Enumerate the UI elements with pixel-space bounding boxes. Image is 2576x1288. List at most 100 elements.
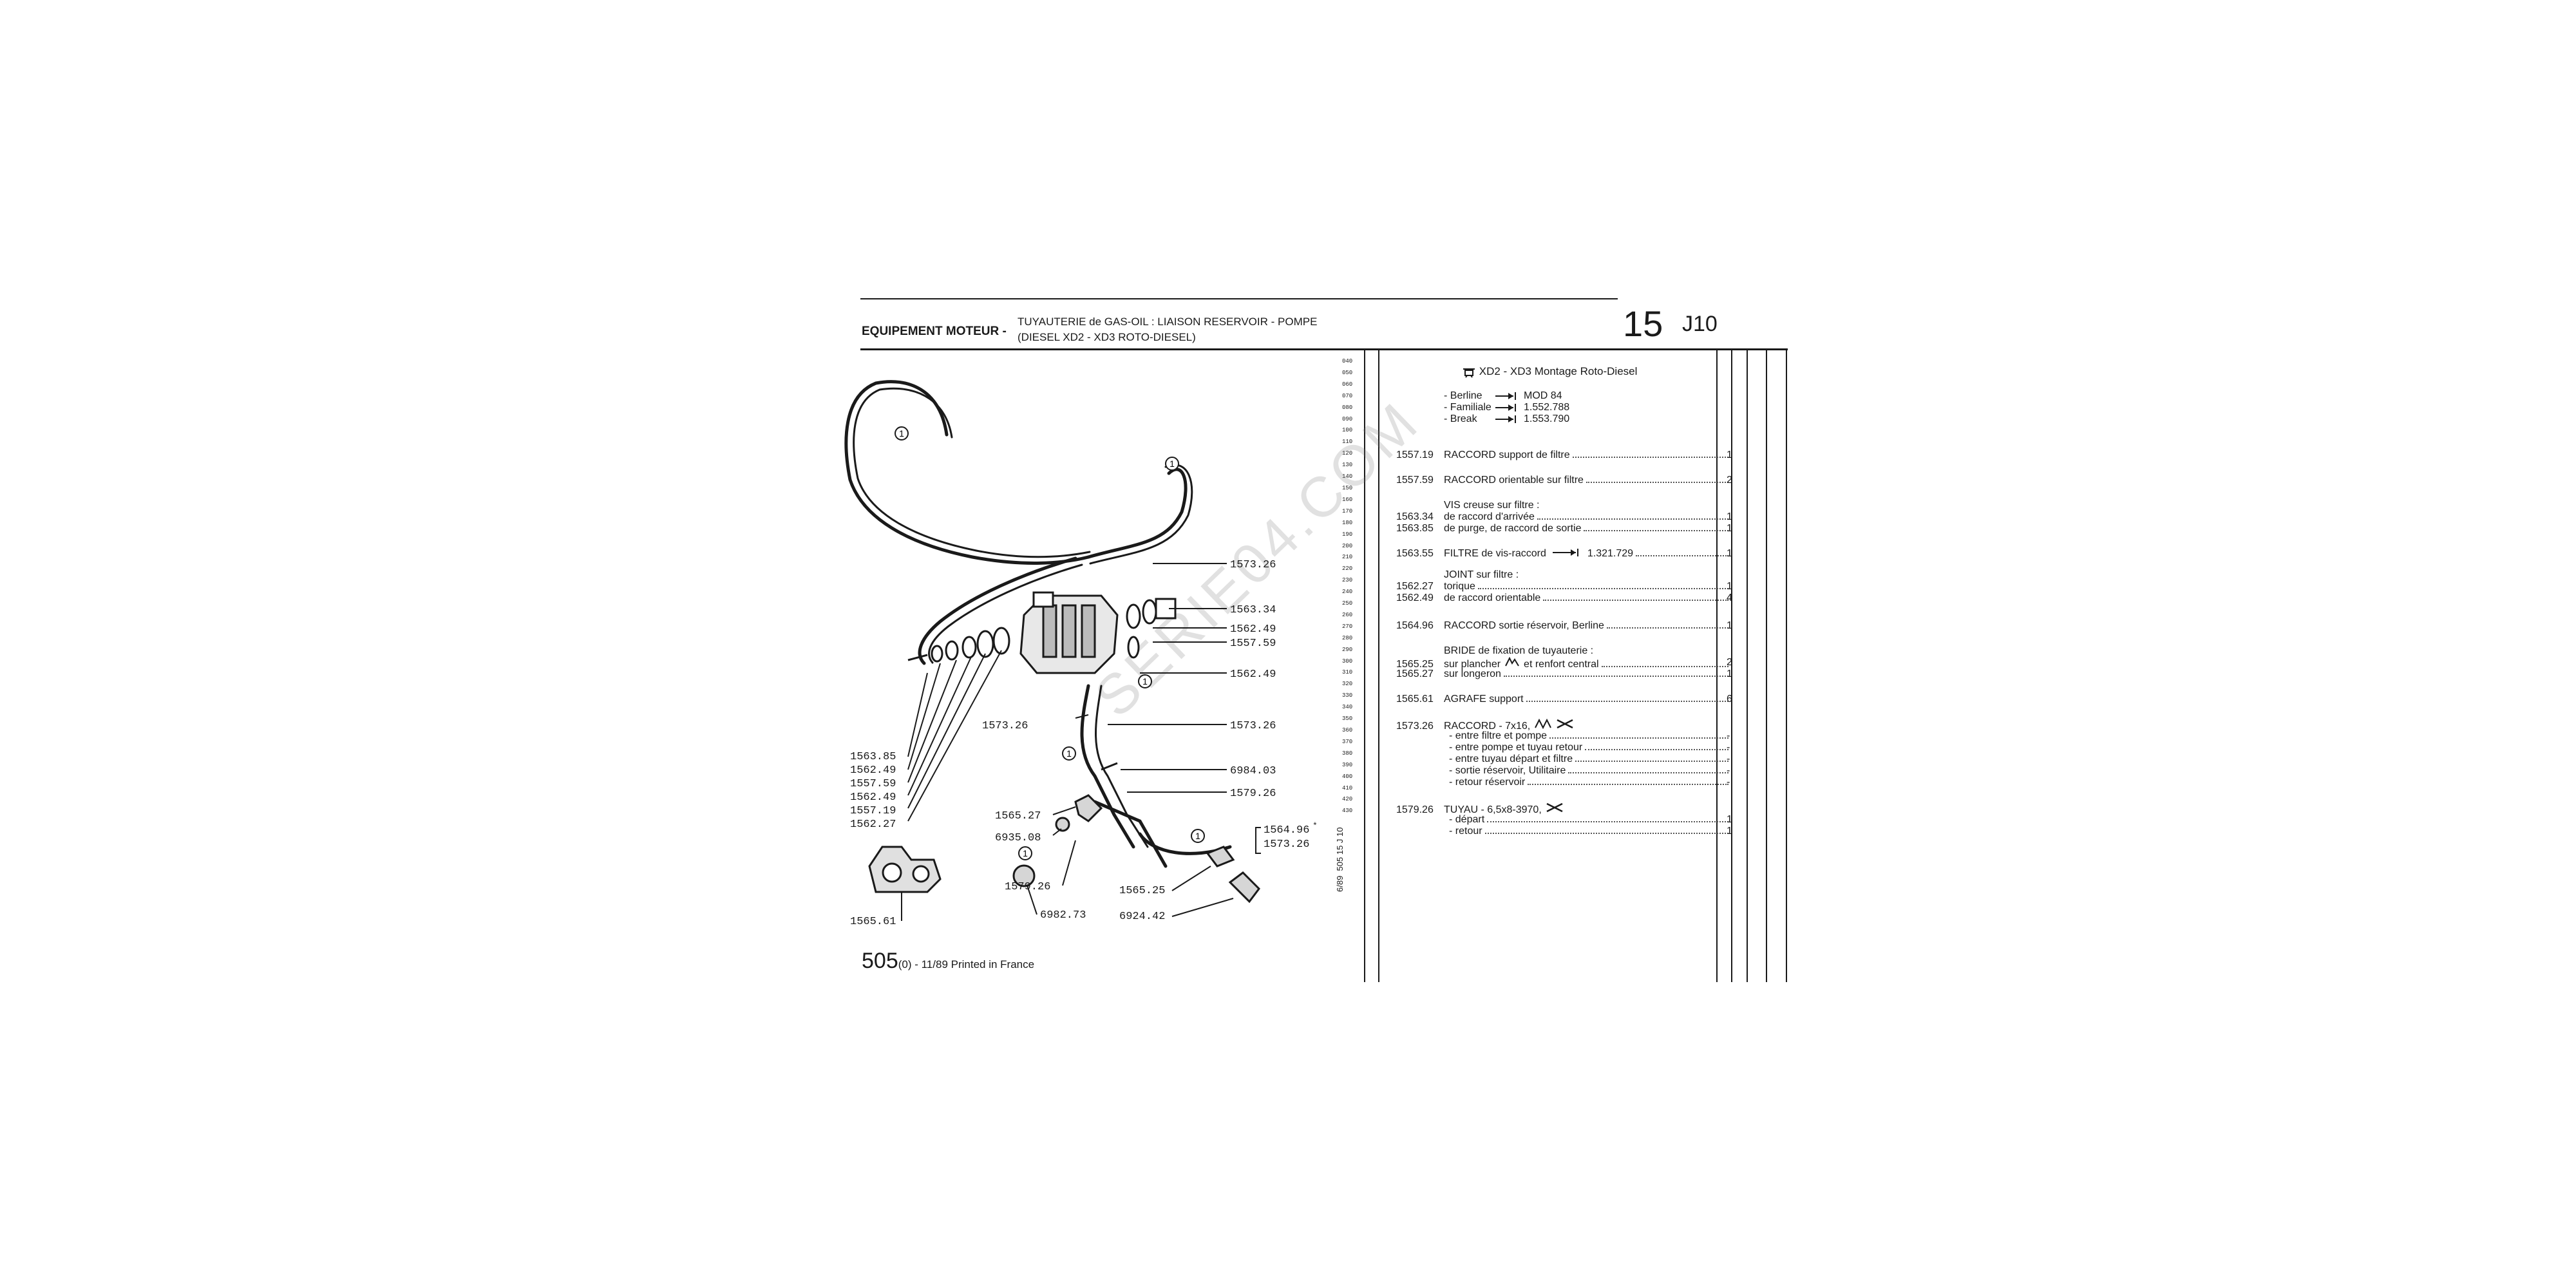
leader-lines (901, 563, 1261, 921)
departure-pipe-inner (1095, 685, 1149, 848)
return-hose (844, 380, 1090, 565)
departure-pipe (1080, 684, 1135, 849)
seal-right-2 (1142, 599, 1157, 625)
part-ref: 1573.26 (1396, 721, 1434, 732)
part-qty: 6 (1727, 694, 1732, 705)
filter-block (1019, 591, 1119, 674)
raccord-sub-5: - retour réservoir- (1396, 777, 1731, 788)
scale-tick: 120 (1342, 450, 1353, 457)
qty-right-rule (1731, 350, 1732, 982)
scale-left-rule (1364, 350, 1365, 982)
leader-dots (1543, 600, 1728, 601)
tuyau-sub-1: - départ 1 (1396, 814, 1732, 826)
sub-desc: - départ (1449, 814, 1485, 825)
footer-ref: 505 (862, 949, 898, 973)
marker-1-f-label: 1 (1023, 848, 1028, 858)
sub-desc: - entre tuyau départ et filtre (1449, 753, 1573, 764)
scale-tick: 200 (1342, 542, 1353, 549)
sub-qty: 1 (1727, 814, 1732, 825)
scale-tick: 090 (1342, 415, 1353, 422)
leader-1557-19 (907, 653, 986, 809)
col-rule-a (1747, 350, 1748, 982)
scale-tick: 150 (1342, 484, 1353, 491)
arrow-stop-icon (1552, 549, 1578, 556)
part-desc: RACCORD - 7x16, (1444, 721, 1531, 732)
scale-tick: 180 (1342, 519, 1353, 526)
marker-1-a-label: 1 (899, 428, 904, 439)
page-number: 15 (1623, 303, 1663, 344)
header-bottom-rule (860, 348, 1788, 350)
leader-dots (1487, 821, 1728, 822)
scale-tick: 270 (1342, 623, 1353, 630)
filter-fin-2 (1061, 604, 1077, 658)
scale-tick: 320 (1342, 681, 1353, 688)
part-qty: 1 (1727, 620, 1732, 631)
marker-1-f: 1 (1018, 846, 1032, 860)
sub-desc: - sortie réservoir, Utilitaire (1449, 765, 1566, 776)
cut-to-length-icon (1546, 802, 1563, 813)
filter-fin-1 (1042, 604, 1057, 658)
callout-1557-59b: 1557.59 (850, 778, 896, 790)
scale-tick: 410 (1342, 784, 1353, 791)
part-desc: torique (1444, 581, 1475, 592)
scale-tick: 390 (1342, 761, 1353, 768)
small-parts (1012, 762, 1260, 904)
leader-1573-26b (1075, 714, 1089, 719)
seal-3 (961, 636, 977, 659)
leader-6982-73 (1027, 885, 1037, 915)
part-desc: AGRAFE support (1444, 694, 1524, 705)
part-ref: 1565.27 (1396, 668, 1434, 679)
part-qty: 1 (1727, 511, 1732, 522)
feed-hose-top-inner (1089, 464, 1193, 565)
scale-tick: 370 (1342, 738, 1353, 745)
left-hose-inner (928, 564, 1083, 664)
models-heading: XD2 - XD3 Montage Roto-Diesel (1462, 365, 1637, 378)
footer-print-info: (0) - 11/89 Printed in France (898, 958, 1035, 971)
leader-1565-27 (1052, 806, 1076, 815)
scale-tick: 380 (1342, 750, 1353, 757)
leader-dots (1549, 737, 1728, 739)
leader-6924-42 (1171, 898, 1234, 917)
page-title-line-2: (DIESEL XD2 - XD3 ROTO-DIESEL) (1018, 331, 1196, 343)
part-desc: RACCORD orientable sur filtre (1444, 475, 1584, 486)
engine-icon (1463, 368, 1475, 378)
tuyau-sub-2: - retour 1 (1396, 826, 1732, 837)
part-qty: 1 (1727, 450, 1732, 460)
scale-tick: 240 (1342, 589, 1353, 596)
return-pipe (1093, 800, 1168, 868)
seal-1 (992, 627, 1010, 655)
part-qty: 2 (1727, 475, 1732, 486)
scale-tick: 260 (1342, 611, 1353, 618)
scale-tick: 170 (1342, 507, 1353, 515)
model-name: - Familiale (1444, 402, 1492, 413)
clip-6982-73 (1012, 864, 1036, 887)
callout-1565-61: 1565.61 (850, 916, 896, 928)
sub-desc: - entre filtre et pompe (1449, 730, 1548, 741)
marker-1-b-label: 1 (1170, 459, 1175, 469)
seal-right-3 (1127, 636, 1140, 659)
scale-tick: 360 (1342, 727, 1353, 734)
sub-desc: - retour (1449, 826, 1482, 837)
sub-desc: - retour réservoir (1449, 777, 1526, 788)
scale-tick: 160 (1342, 496, 1353, 503)
raccord-sub-4: - sortie réservoir, Utilitaire- (1396, 765, 1731, 777)
callout-1563-85: 1563.85 (850, 751, 896, 763)
scale-tick: 210 (1342, 554, 1353, 561)
seal-2 (976, 630, 994, 658)
part-ref: 1562.27 (1396, 581, 1434, 592)
sub-qty: - (1727, 753, 1730, 764)
page-code: J10 (1682, 312, 1718, 336)
marker-1-a: 1 (895, 426, 909, 440)
callout-1579-26b: 1579.26 (1005, 881, 1050, 893)
sub-qty: 1 (1727, 826, 1732, 837)
leader-1557-59b (907, 659, 957, 783)
scale-tick: 220 (1342, 565, 1353, 573)
part-qty: 1 (1727, 548, 1732, 559)
hose-icon (1535, 719, 1552, 729)
scale-tick: 350 (1342, 715, 1353, 723)
leader-1562-27 (907, 650, 1002, 822)
